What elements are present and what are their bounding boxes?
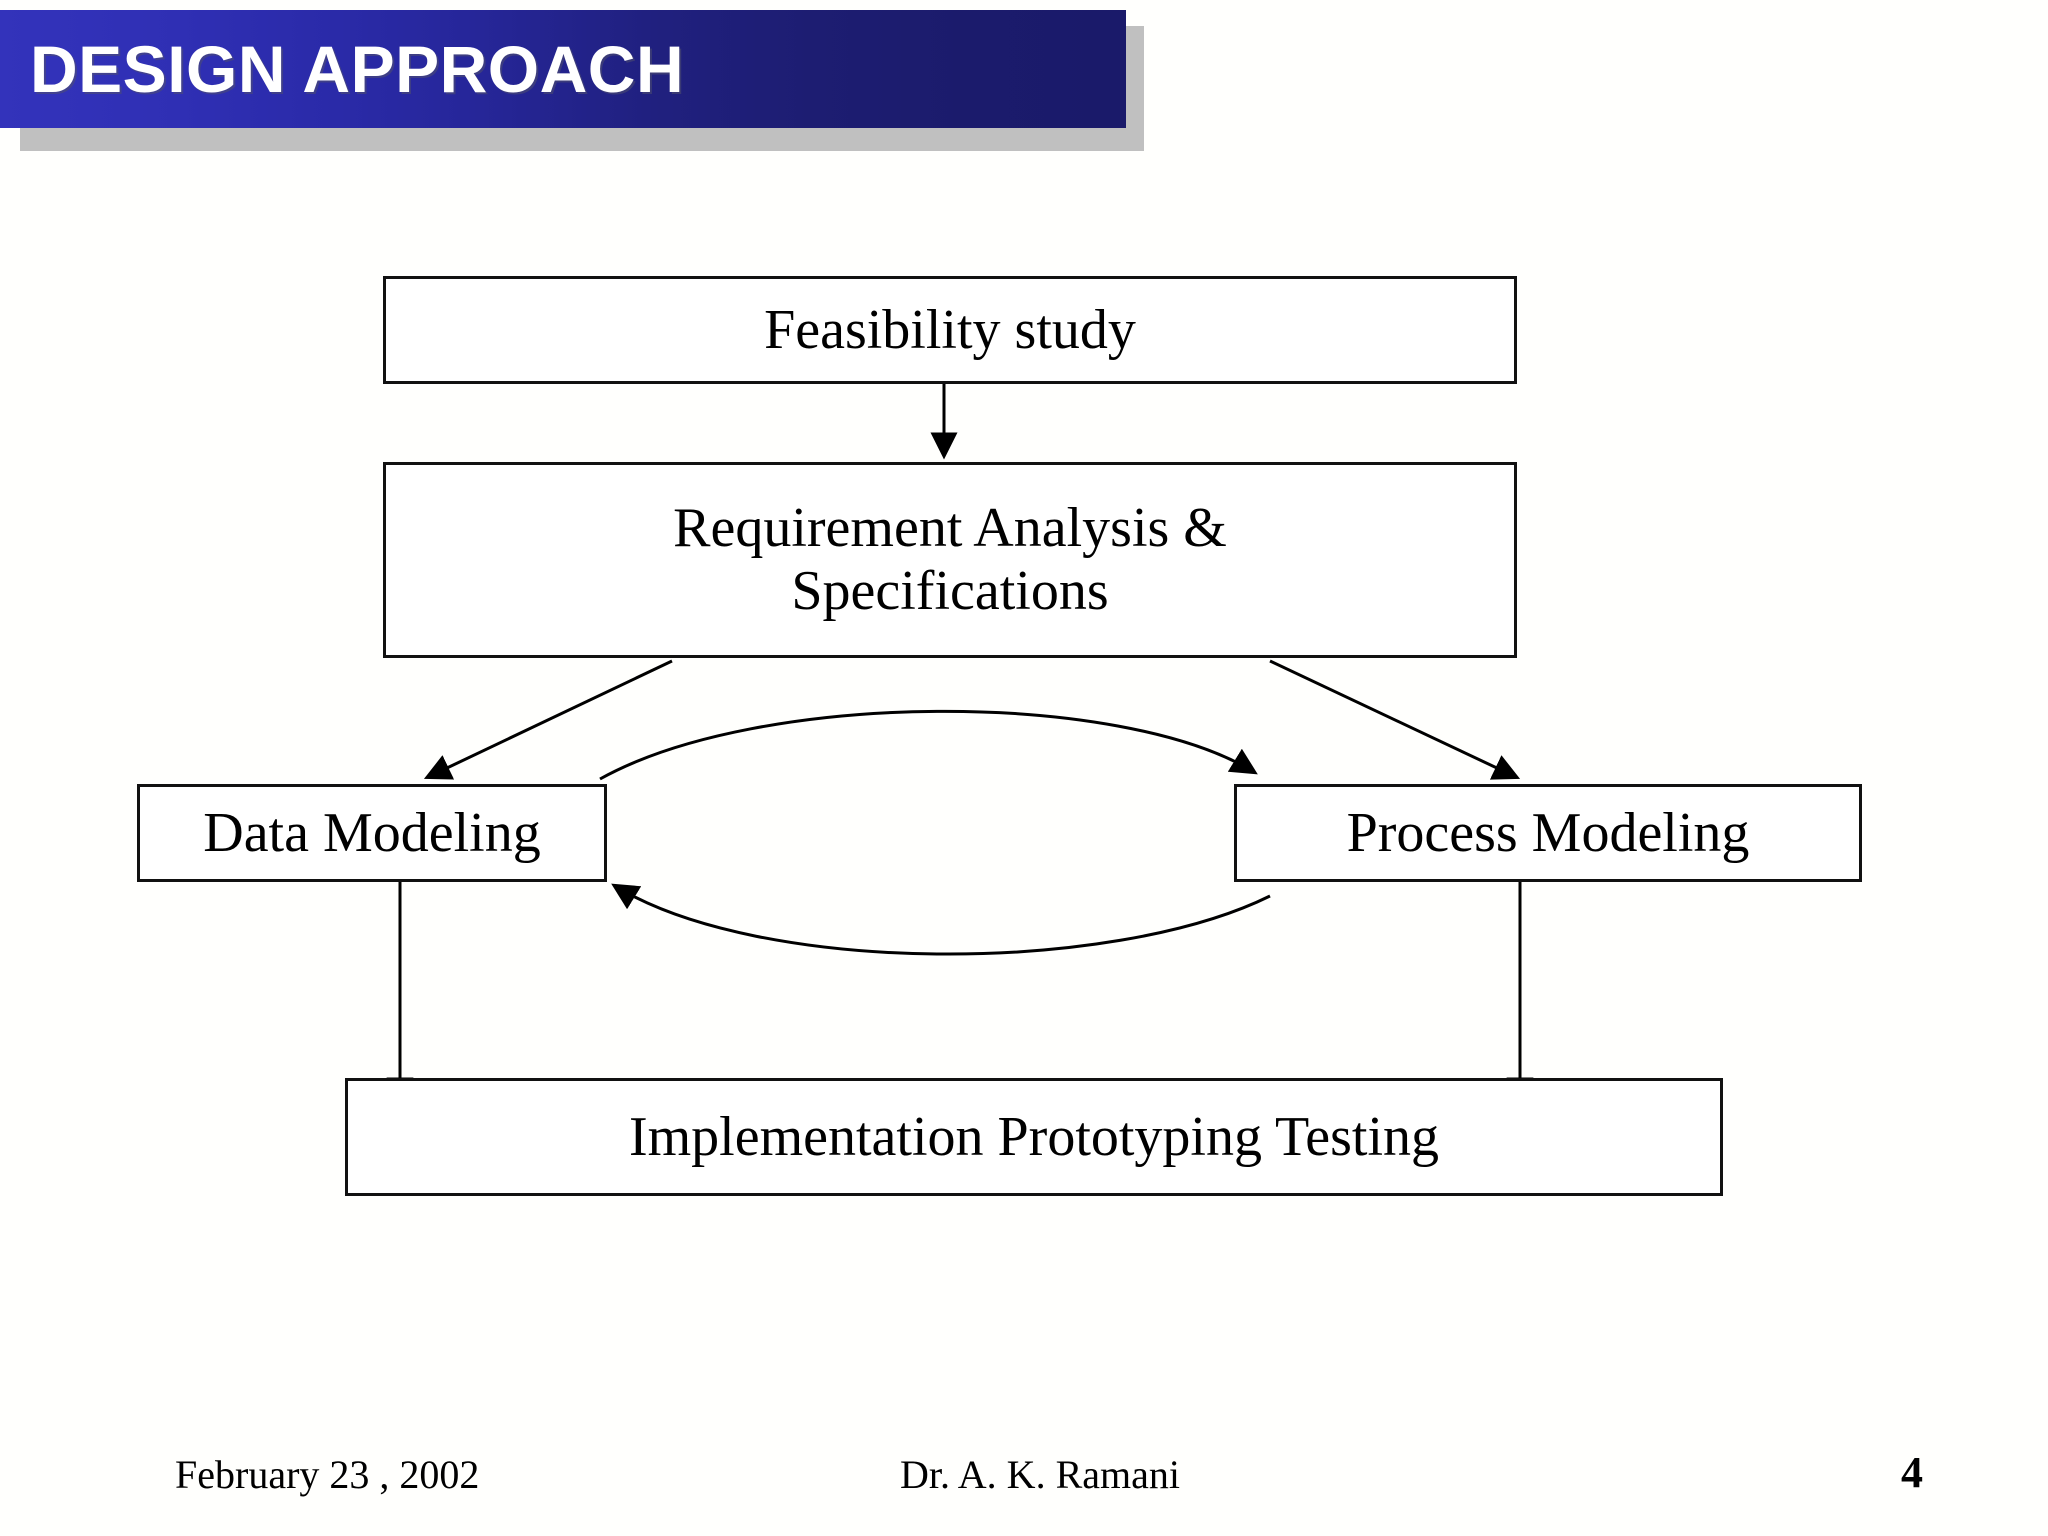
node-label: Process Modeling [1346,801,1750,864]
node-label-line2: Specifications [791,560,1109,622]
footer-page-number: 4 [1901,1448,1923,1497]
edge-requirements-to-process-modeling [1269,659,1521,780]
footer-author: Dr. A. K. Ramani [900,1452,1180,1497]
edge-process-to-data-curve [611,883,1271,956]
node-label-wrapper: Requirement Analysis & Specifications [673,497,1227,622]
flowchart-node-implementation-prototyping-testing[interactable]: Implementation Prototyping Testing [345,1078,1723,1196]
flowchart-node-process-modeling[interactable]: Process Modeling [1234,784,1862,882]
node-label: Feasibility study [764,298,1136,361]
title-bar: DESIGN APPROACH [0,10,1126,128]
slide-footer: February 23 , 2002 Dr. A. K. Ramani 4 [0,1416,2048,1536]
node-label-line1: Requirement Analysis & [673,497,1227,560]
slide-title: DESIGN APPROACH [30,32,685,106]
flowchart-node-data-modeling[interactable]: Data Modeling [137,784,607,882]
edge-requirements-to-data-modeling [423,659,673,780]
node-label: Implementation Prototyping Testing [628,1105,1440,1168]
footer-date: February 23 , 2002 [175,1452,480,1497]
node-label: Data Modeling [203,801,541,864]
edge-data-to-process-curve [599,709,1258,781]
flowchart-node-requirement-analysis[interactable]: Requirement Analysis & Specifications [383,462,1517,658]
flowchart-node-feasibility-study[interactable]: Feasibility study [383,276,1517,384]
